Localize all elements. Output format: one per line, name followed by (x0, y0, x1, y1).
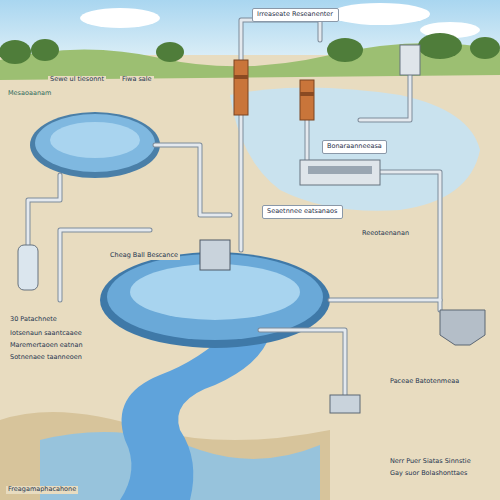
pipe (330, 299, 440, 302)
pond (35, 114, 155, 172)
filter-column (234, 60, 248, 115)
pipe (155, 145, 230, 215)
pipe (380, 172, 440, 310)
box-text: Bonaraanneeasa (327, 143, 382, 151)
annotation-text: Nerr Puer Siatas Sinnstie (388, 458, 473, 466)
annotation-text: Mesaoaanam (6, 90, 53, 98)
pipe (28, 175, 60, 245)
cloud (80, 8, 160, 28)
label-box: Bonaraanneeasa (322, 140, 387, 154)
mixer-unit (200, 240, 230, 270)
pipe (260, 330, 345, 400)
pipe (60, 230, 150, 300)
label-box: Irreaseate Reseanenter (252, 8, 339, 22)
annotation-text: 30 Patachnete (8, 316, 59, 324)
pump-detail (308, 166, 372, 174)
annotation-text: Fiwa sale (120, 76, 154, 84)
tree (418, 33, 462, 59)
pipe (28, 175, 60, 245)
pipe (155, 145, 230, 215)
tree (0, 40, 31, 64)
column-band (300, 92, 314, 96)
pipe-outline (28, 20, 440, 400)
tree (31, 39, 59, 61)
annotation-text: Sewe ul tiesonnt (48, 76, 106, 84)
annotation-text: Paceae Batotenmeaa (388, 378, 461, 386)
basin-surface (130, 264, 300, 320)
annotation-text: Cheag Ball Bescance (108, 252, 180, 260)
pipe (330, 298, 440, 303)
pipe-fill (28, 20, 440, 400)
annotation-text: Maremertaoen eatnan (8, 342, 85, 350)
tree (156, 42, 184, 62)
pipes (28, 20, 440, 400)
ground (0, 55, 500, 500)
intake-unit (400, 45, 420, 75)
annotation-text: Gay suor Bolashonttaes (388, 470, 469, 478)
trees (0, 33, 500, 64)
column-band (234, 75, 248, 79)
clouds (80, 3, 480, 38)
pipe (241, 20, 320, 60)
pipe (306, 120, 309, 160)
annotation-text: Sotnenaee taanneoen (8, 354, 84, 362)
pump-house (300, 160, 380, 185)
pipe (260, 330, 345, 400)
pipe (240, 115, 243, 250)
annotation-text: Iotsenaun saantcaaee (8, 330, 84, 338)
pond-rim (30, 112, 160, 178)
pipe (241, 20, 320, 60)
cloud (330, 3, 430, 25)
box-text: Irreaseate Reseanenter (257, 11, 334, 19)
tree (327, 38, 363, 62)
valve-box (330, 395, 360, 413)
box-text: Seaetnnee eatsanaos (267, 208, 338, 216)
pipe (60, 230, 150, 300)
pipe (305, 120, 310, 160)
river (120, 330, 270, 500)
pipe (239, 115, 244, 250)
tree (470, 37, 500, 59)
annotation-text: Reeotaenanan (360, 230, 411, 238)
pipe (380, 172, 440, 310)
label-box: Seaetnnee eatsanaos (262, 205, 343, 219)
pond-surface (50, 122, 140, 158)
annotation-text: Freagamaphacahone (6, 486, 78, 494)
filter-column (300, 80, 314, 120)
outlet-device (440, 310, 485, 345)
storage-tank (18, 245, 38, 290)
